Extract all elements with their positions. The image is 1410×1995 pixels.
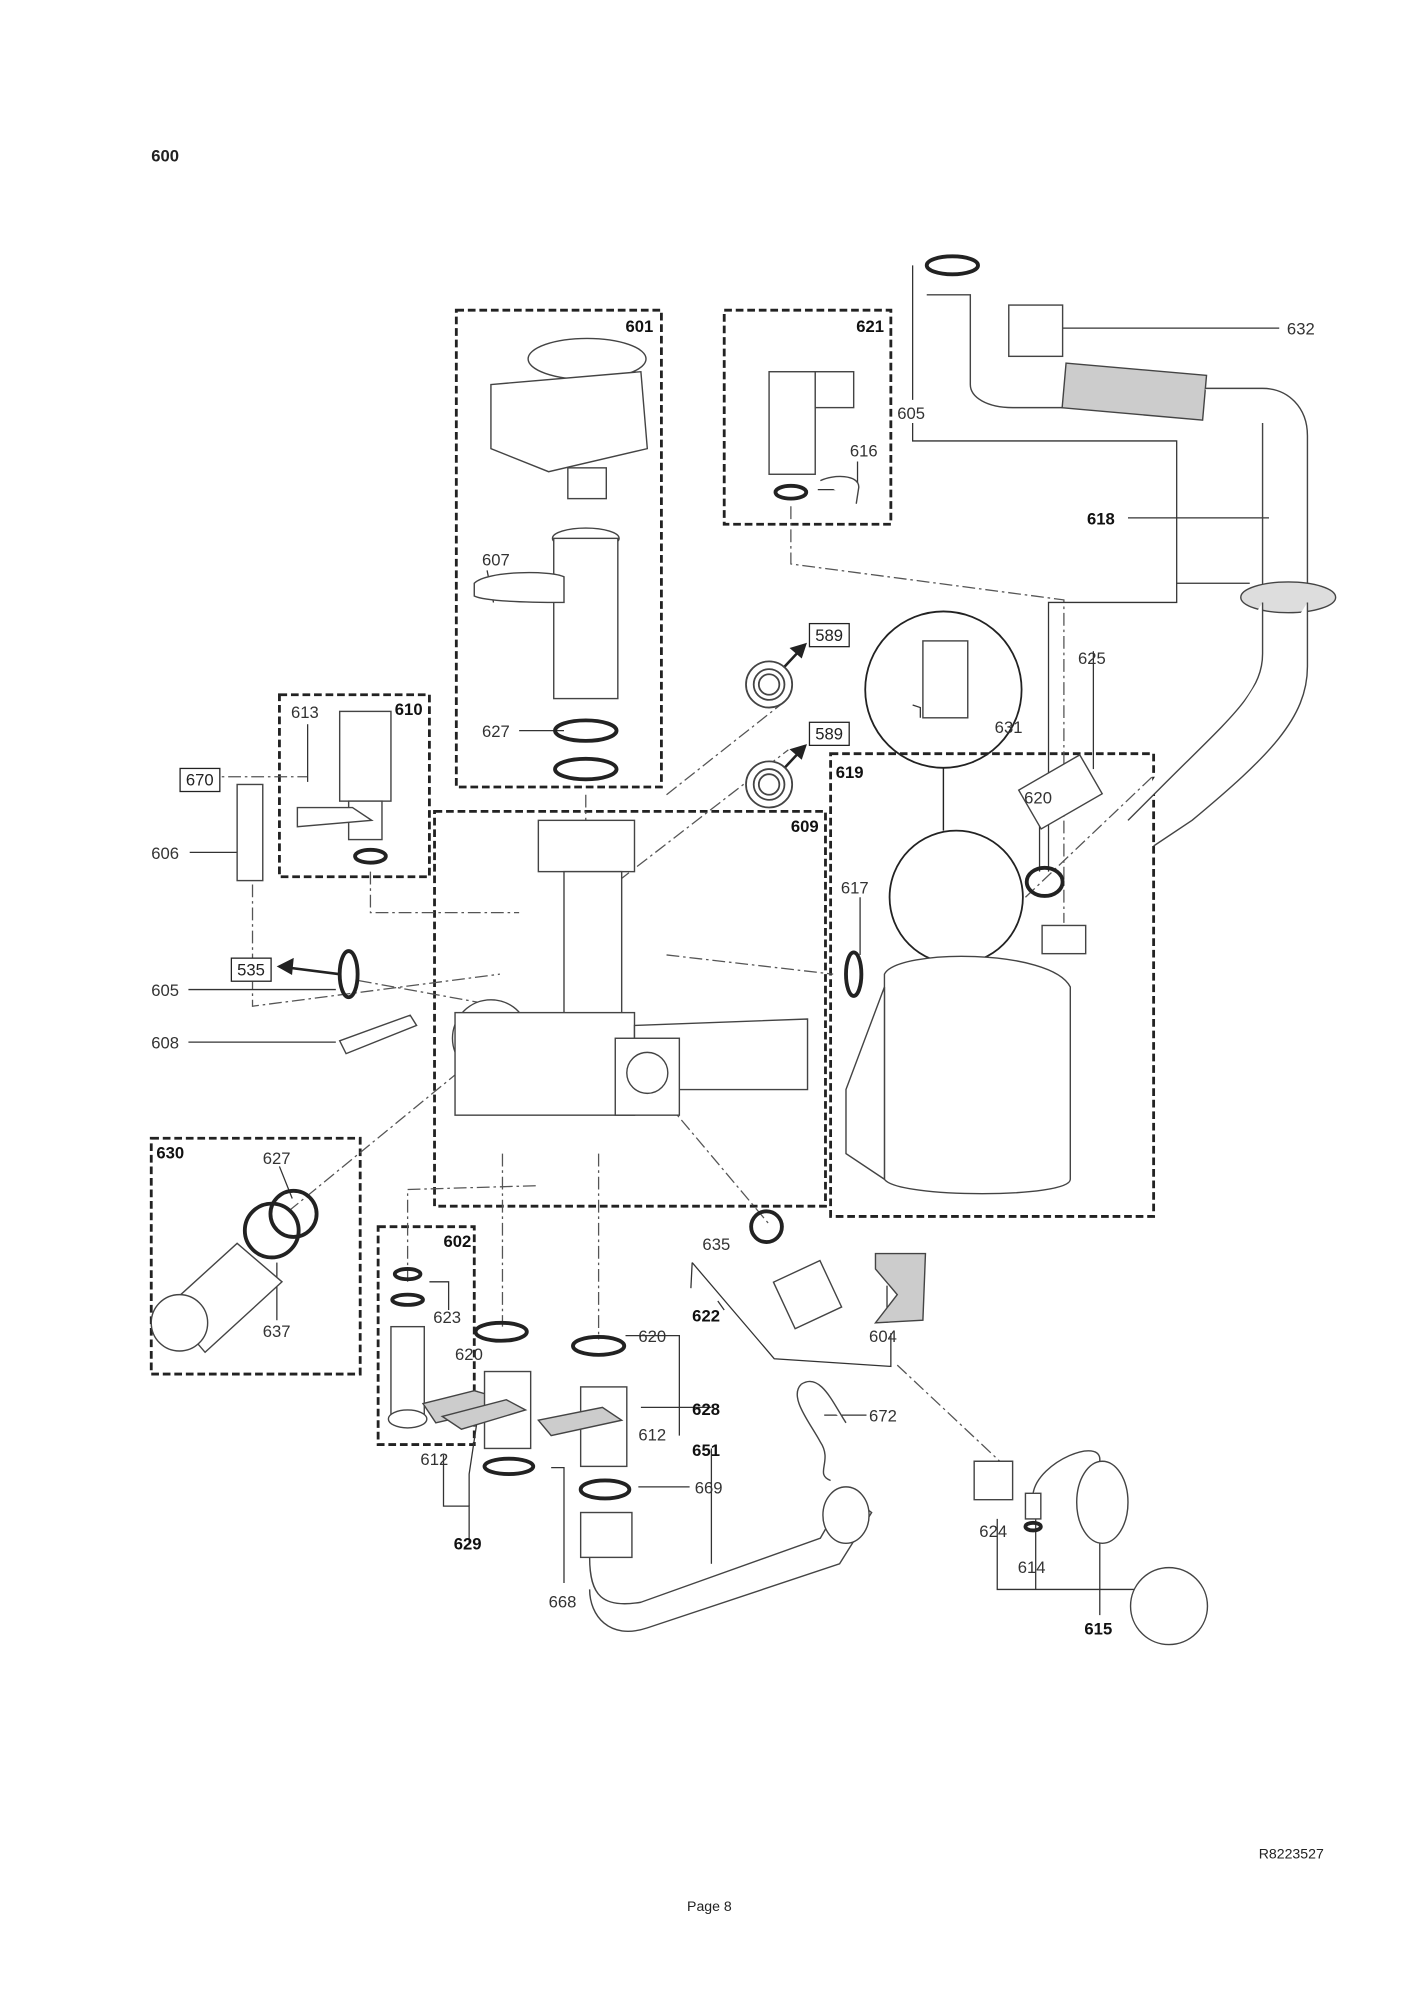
o-ring-620-629 bbox=[473, 1320, 529, 1343]
group-label-619: 619 bbox=[835, 762, 864, 782]
callout-620: 620 bbox=[455, 1344, 483, 1364]
o-ring-637 bbox=[242, 1201, 301, 1260]
centerline bbox=[666, 1101, 770, 1225]
callout-605: 605 bbox=[151, 980, 180, 1000]
drawing-code: R8223527 bbox=[1258, 1847, 1324, 1863]
callout-625: 625 bbox=[1077, 648, 1106, 668]
o-ring-623 bbox=[390, 1292, 425, 1307]
group-box-601 bbox=[454, 308, 663, 789]
group-box-621 bbox=[722, 308, 893, 526]
callout-629: 629 bbox=[453, 1534, 482, 1554]
centerline bbox=[406, 1185, 539, 1282]
callout-618: 618 bbox=[1086, 508, 1115, 529]
group-label-609: 609 bbox=[790, 816, 819, 836]
group-box-602 bbox=[376, 1225, 476, 1446]
group-label-610: 610 bbox=[394, 699, 423, 720]
callout-613: 613 bbox=[290, 702, 319, 722]
centerline bbox=[666, 698, 789, 796]
centerline bbox=[666, 954, 834, 975]
callout-612: 612 bbox=[420, 1449, 449, 1469]
group-box-610 bbox=[278, 693, 431, 879]
group-label-601: 601 bbox=[625, 316, 654, 336]
reference-box-535: 535 bbox=[230, 957, 272, 982]
callout-651: 651 bbox=[692, 1440, 720, 1460]
callout-620: 620 bbox=[638, 1326, 667, 1346]
o-ring-605-top bbox=[924, 254, 980, 277]
group-label-630: 630 bbox=[156, 1143, 185, 1163]
callout-605: 605 bbox=[897, 403, 926, 423]
washer-669 bbox=[578, 1478, 632, 1501]
callout-620: 620 bbox=[1024, 788, 1052, 808]
group-box-619 bbox=[829, 752, 1156, 1218]
group-box-630 bbox=[149, 1136, 362, 1376]
callout-632: 632 bbox=[1286, 319, 1315, 339]
o-ring-627-630 bbox=[268, 1188, 319, 1239]
callout-631: 631 bbox=[994, 717, 1023, 738]
callout-669: 669 bbox=[694, 1477, 723, 1498]
centerline bbox=[1024, 775, 1155, 898]
o-ring-627b bbox=[553, 756, 619, 782]
centerline bbox=[790, 506, 1065, 923]
callout-624: 624 bbox=[979, 1521, 1008, 1541]
group-box-609 bbox=[433, 809, 827, 1208]
callout-614: 614 bbox=[1017, 1557, 1046, 1577]
callout-606: 606 bbox=[151, 843, 180, 863]
o-ring-617 bbox=[844, 950, 864, 998]
group-label-602: 602 bbox=[443, 1231, 472, 1252]
o-ring-621 bbox=[773, 483, 809, 501]
callout-612: 612 bbox=[638, 1425, 667, 1445]
callout-607: 607 bbox=[481, 549, 510, 570]
centerline bbox=[896, 1364, 1001, 1462]
centerline bbox=[369, 871, 520, 914]
callout-635: 635 bbox=[702, 1234, 731, 1254]
callout-622: 622 bbox=[692, 1306, 720, 1326]
reference-box-670: 670 bbox=[179, 767, 221, 793]
o-ring-610 bbox=[353, 847, 388, 865]
group-label-621: 621 bbox=[856, 316, 885, 336]
callout-616: 616 bbox=[849, 440, 878, 461]
o-ring-614 bbox=[1023, 1520, 1043, 1533]
callout-608: 608 bbox=[151, 1033, 180, 1053]
callout-628: 628 bbox=[692, 1399, 720, 1419]
callout-617: 617 bbox=[840, 878, 869, 898]
o-ring-620 bbox=[1024, 865, 1065, 898]
reference-box-589: 589 bbox=[808, 721, 850, 747]
callout-668: 668 bbox=[548, 1591, 577, 1612]
section-number: 600 bbox=[151, 146, 180, 166]
o-ring-602a bbox=[392, 1267, 423, 1282]
callout-623: 623 bbox=[433, 1307, 462, 1327]
page-number: Page 8 bbox=[687, 1899, 732, 1916]
o-ring-605 bbox=[337, 949, 360, 1000]
o-ring-635 bbox=[749, 1209, 784, 1244]
callout-627: 627 bbox=[262, 1148, 291, 1168]
callout-615: 615 bbox=[1084, 1618, 1113, 1639]
centerline bbox=[251, 884, 500, 1007]
washer-668 bbox=[482, 1456, 536, 1476]
callout-672: 672 bbox=[869, 1406, 897, 1426]
reference-box-589: 589 bbox=[808, 622, 850, 648]
o-ring-627 bbox=[553, 718, 619, 743]
o-ring-620-628 bbox=[571, 1334, 627, 1357]
callout-627: 627 bbox=[481, 721, 510, 741]
callout-604: 604 bbox=[869, 1326, 897, 1346]
callout-637: 637 bbox=[262, 1321, 291, 1341]
